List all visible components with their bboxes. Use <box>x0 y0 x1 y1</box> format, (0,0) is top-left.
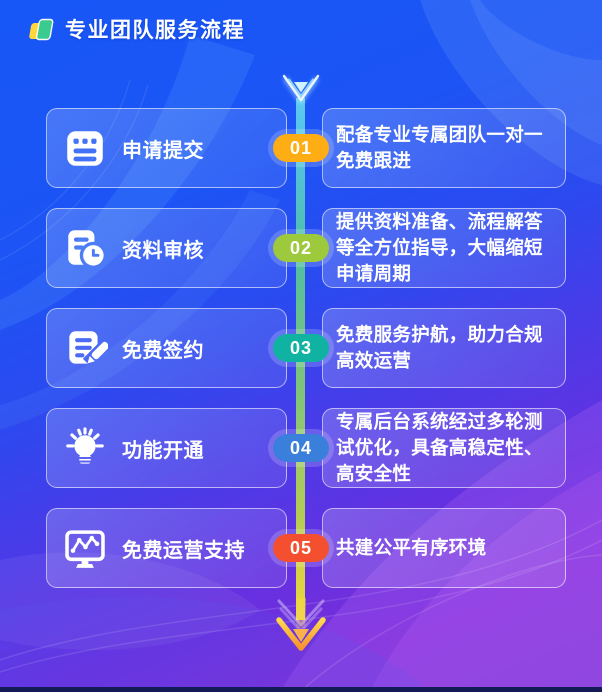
step-number-badge: 04 <box>273 434 329 462</box>
glow-arrow-down-icon <box>282 74 320 104</box>
step-title: 免费运营支持 <box>122 539 245 562</box>
step-desc: 配备专业专属团队一对一免费跟进 <box>336 124 543 171</box>
application-form-icon <box>62 125 108 171</box>
step-number-badge: 02 <box>273 234 329 262</box>
step-row-3: 免费签约 免费服务护航，助力合规高效运营 03 <box>46 308 566 388</box>
bottom-edge-strip <box>0 687 602 692</box>
step-row-2: 资料审核 提供资料准备、流程解答等全方位指导，大幅缩短申请周期 02 <box>46 208 566 288</box>
step-1-desc-card: 配备专业专属团队一对一免费跟进 <box>322 108 566 188</box>
header: 专业团队服务流程 <box>28 14 245 44</box>
step-desc: 专属后台系统经过多轮测试优化，具备高稳定性、高安全性 <box>336 411 543 484</box>
step-row-5: 免费运营支持 共建公平有序环境 05 <box>46 508 566 588</box>
monitor-chart-icon <box>65 530 105 568</box>
step-row-4: 功能开通 专属后台系统经过多轮测试优化，具备高稳定性、高安全性 04 <box>46 408 566 488</box>
step-row-1: 申请提交 配备专业专属团队一对一免费跟进 01 <box>46 108 566 188</box>
step-desc: 提供资料准备、流程解答等全方位指导，大幅缩短申请周期 <box>336 211 543 284</box>
page-title: 专业团队服务流程 <box>65 19 245 42</box>
step-number-badge: 03 <box>273 334 329 362</box>
contract-sign-pen-icon <box>62 325 108 371</box>
step-title: 申请提交 <box>122 139 204 162</box>
step-desc: 共建公平有序环境 <box>336 537 487 558</box>
step-number-badge: 01 <box>273 134 329 162</box>
step-title: 资料审核 <box>122 239 204 262</box>
step-title: 功能开通 <box>122 439 204 462</box>
document-review-clock-icon <box>62 225 108 271</box>
lightbulb-idea-icon <box>62 425 108 471</box>
step-desc: 免费服务护航，助力合规高效运营 <box>336 324 543 371</box>
stacked-cards-logo-icon <box>29 18 54 41</box>
step-number-badge: 05 <box>273 534 329 562</box>
step-2-title-card: 资料审核 <box>46 208 287 288</box>
step-4-desc-card: 专属后台系统经过多轮测试优化，具备高稳定性、高安全性 <box>322 408 566 488</box>
step-5-desc-card: 共建公平有序环境 <box>322 508 566 588</box>
step-title: 免费签约 <box>122 339 204 362</box>
step-4-title-card: 功能开通 <box>46 408 287 488</box>
step-3-desc-card: 免费服务护航，助力合规高效运营 <box>322 308 566 388</box>
steps-list: 申请提交 配备专业专属团队一对一免费跟进 01 <box>46 108 566 588</box>
step-2-desc-card: 提供资料准备、流程解答等全方位指导，大幅缩短申请周期 <box>322 208 566 288</box>
step-5-title-card: 免费运营支持 <box>46 508 287 588</box>
step-3-title-card: 免费签约 <box>46 308 287 388</box>
chevron-arrow-down-icon <box>276 598 326 651</box>
step-1-title-card: 申请提交 <box>46 108 287 188</box>
